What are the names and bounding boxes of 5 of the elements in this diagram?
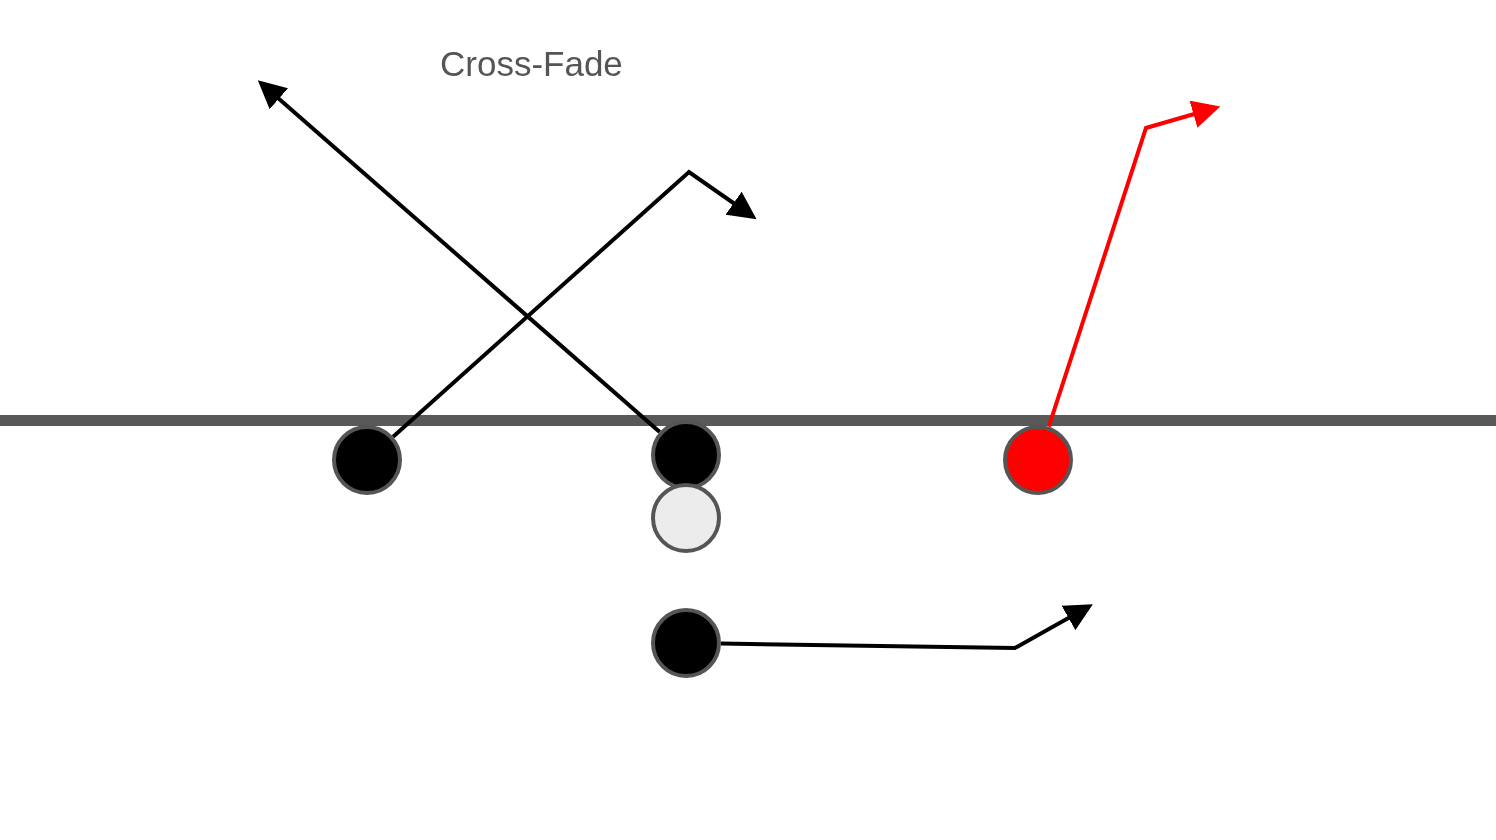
route-arrow bbox=[257, 80, 661, 434]
play-title: Cross-Fade bbox=[440, 44, 623, 84]
route-arrow bbox=[391, 169, 757, 439]
route-arrow bbox=[720, 604, 1093, 650]
route-arrow bbox=[1046, 100, 1221, 428]
